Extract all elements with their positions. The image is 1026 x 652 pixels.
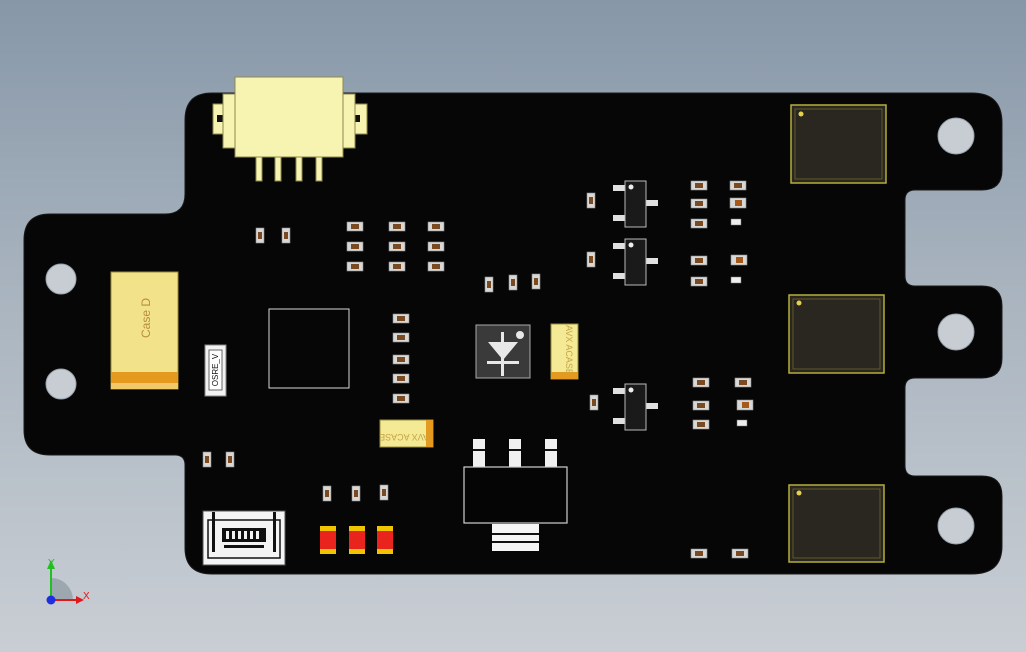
resistor[interactable] [692,377,710,388]
resistor[interactable] [508,274,518,291]
resistor[interactable] [690,180,708,191]
mounting-hole [937,313,975,351]
x-axis-label: X [83,591,90,602]
resistor[interactable] [346,221,364,232]
resistor[interactable] [388,261,406,272]
resistor[interactable] [379,484,389,501]
header-connector[interactable] [212,76,368,182]
resistor[interactable] [346,261,364,272]
z-axis-icon [46,595,56,605]
led[interactable] [349,526,365,554]
y-axis-label: Y [48,558,55,569]
resistor[interactable] [731,548,749,559]
resistor[interactable] [427,261,445,272]
resistor[interactable] [202,451,212,468]
resistor[interactable] [392,393,410,404]
resistor[interactable] [586,251,596,268]
axis-triad[interactable]: Y X [46,558,91,605]
ic-footprint-outline[interactable] [268,308,350,389]
capacitor[interactable] [736,399,754,411]
resistor[interactable] [589,394,599,411]
resistor[interactable] [690,255,708,266]
voltage-regulator-dpak[interactable] [463,439,568,551]
rf-module[interactable] [788,484,885,563]
tantalum-capacitor-case-d[interactable]: Case D [110,271,179,390]
avx-tantalum-capacitor[interactable]: AVX ACASE [379,419,434,448]
rf-module[interactable] [790,104,887,184]
resistor[interactable] [692,419,710,430]
small-part[interactable] [730,276,742,284]
resistor[interactable] [427,241,445,252]
usb-connector[interactable] [202,510,286,566]
transistor-sot23[interactable] [613,383,658,431]
tantalum-case-label: Case D [139,298,153,338]
led[interactable] [320,526,336,554]
resistor[interactable] [734,377,752,388]
avx-tantalum-capacitor[interactable]: AVX ACASE [550,323,579,380]
mounting-hole [45,368,77,400]
resistor[interactable] [690,548,708,559]
transistor-sot23[interactable] [613,238,658,286]
resistor[interactable] [322,485,332,502]
resistor[interactable] [388,221,406,232]
passive-components [202,180,754,559]
resistor[interactable] [225,451,235,468]
resistor[interactable] [690,218,708,229]
diode-package[interactable] [475,324,531,379]
resistor[interactable] [281,227,291,244]
transistor-sot23[interactable] [613,180,658,228]
mounting-hole [45,263,77,295]
oscillator-part-label: OSRE_V [211,353,220,386]
resistor[interactable] [690,198,708,209]
resistor[interactable] [255,227,265,244]
led[interactable] [377,526,393,554]
resistor[interactable] [392,354,410,365]
resistor[interactable] [692,400,710,411]
resistor[interactable] [586,192,596,209]
mounting-hole [937,507,975,545]
oscillator-part[interactable]: OSRE_V [204,344,227,397]
resistor[interactable] [388,241,406,252]
mounting-holes [45,117,975,545]
resistor[interactable] [392,332,410,343]
resistor[interactable] [729,180,747,191]
small-part[interactable] [736,419,748,427]
avx-cap-label: AVX ACASE [564,325,574,375]
resistor[interactable] [392,313,410,324]
avx-cap-label: AVX ACASE [379,432,429,442]
resistor[interactable] [392,373,410,384]
capacitor[interactable] [730,254,748,266]
resistor[interactable] [351,485,361,502]
resistor[interactable] [484,276,494,293]
small-part[interactable] [730,218,742,226]
mounting-hole [937,117,975,155]
resistor[interactable] [690,276,708,287]
resistor[interactable] [346,241,364,252]
resistor[interactable] [427,221,445,232]
capacitor[interactable] [729,197,747,209]
resistor[interactable] [531,273,541,290]
rf-module[interactable] [788,294,885,374]
